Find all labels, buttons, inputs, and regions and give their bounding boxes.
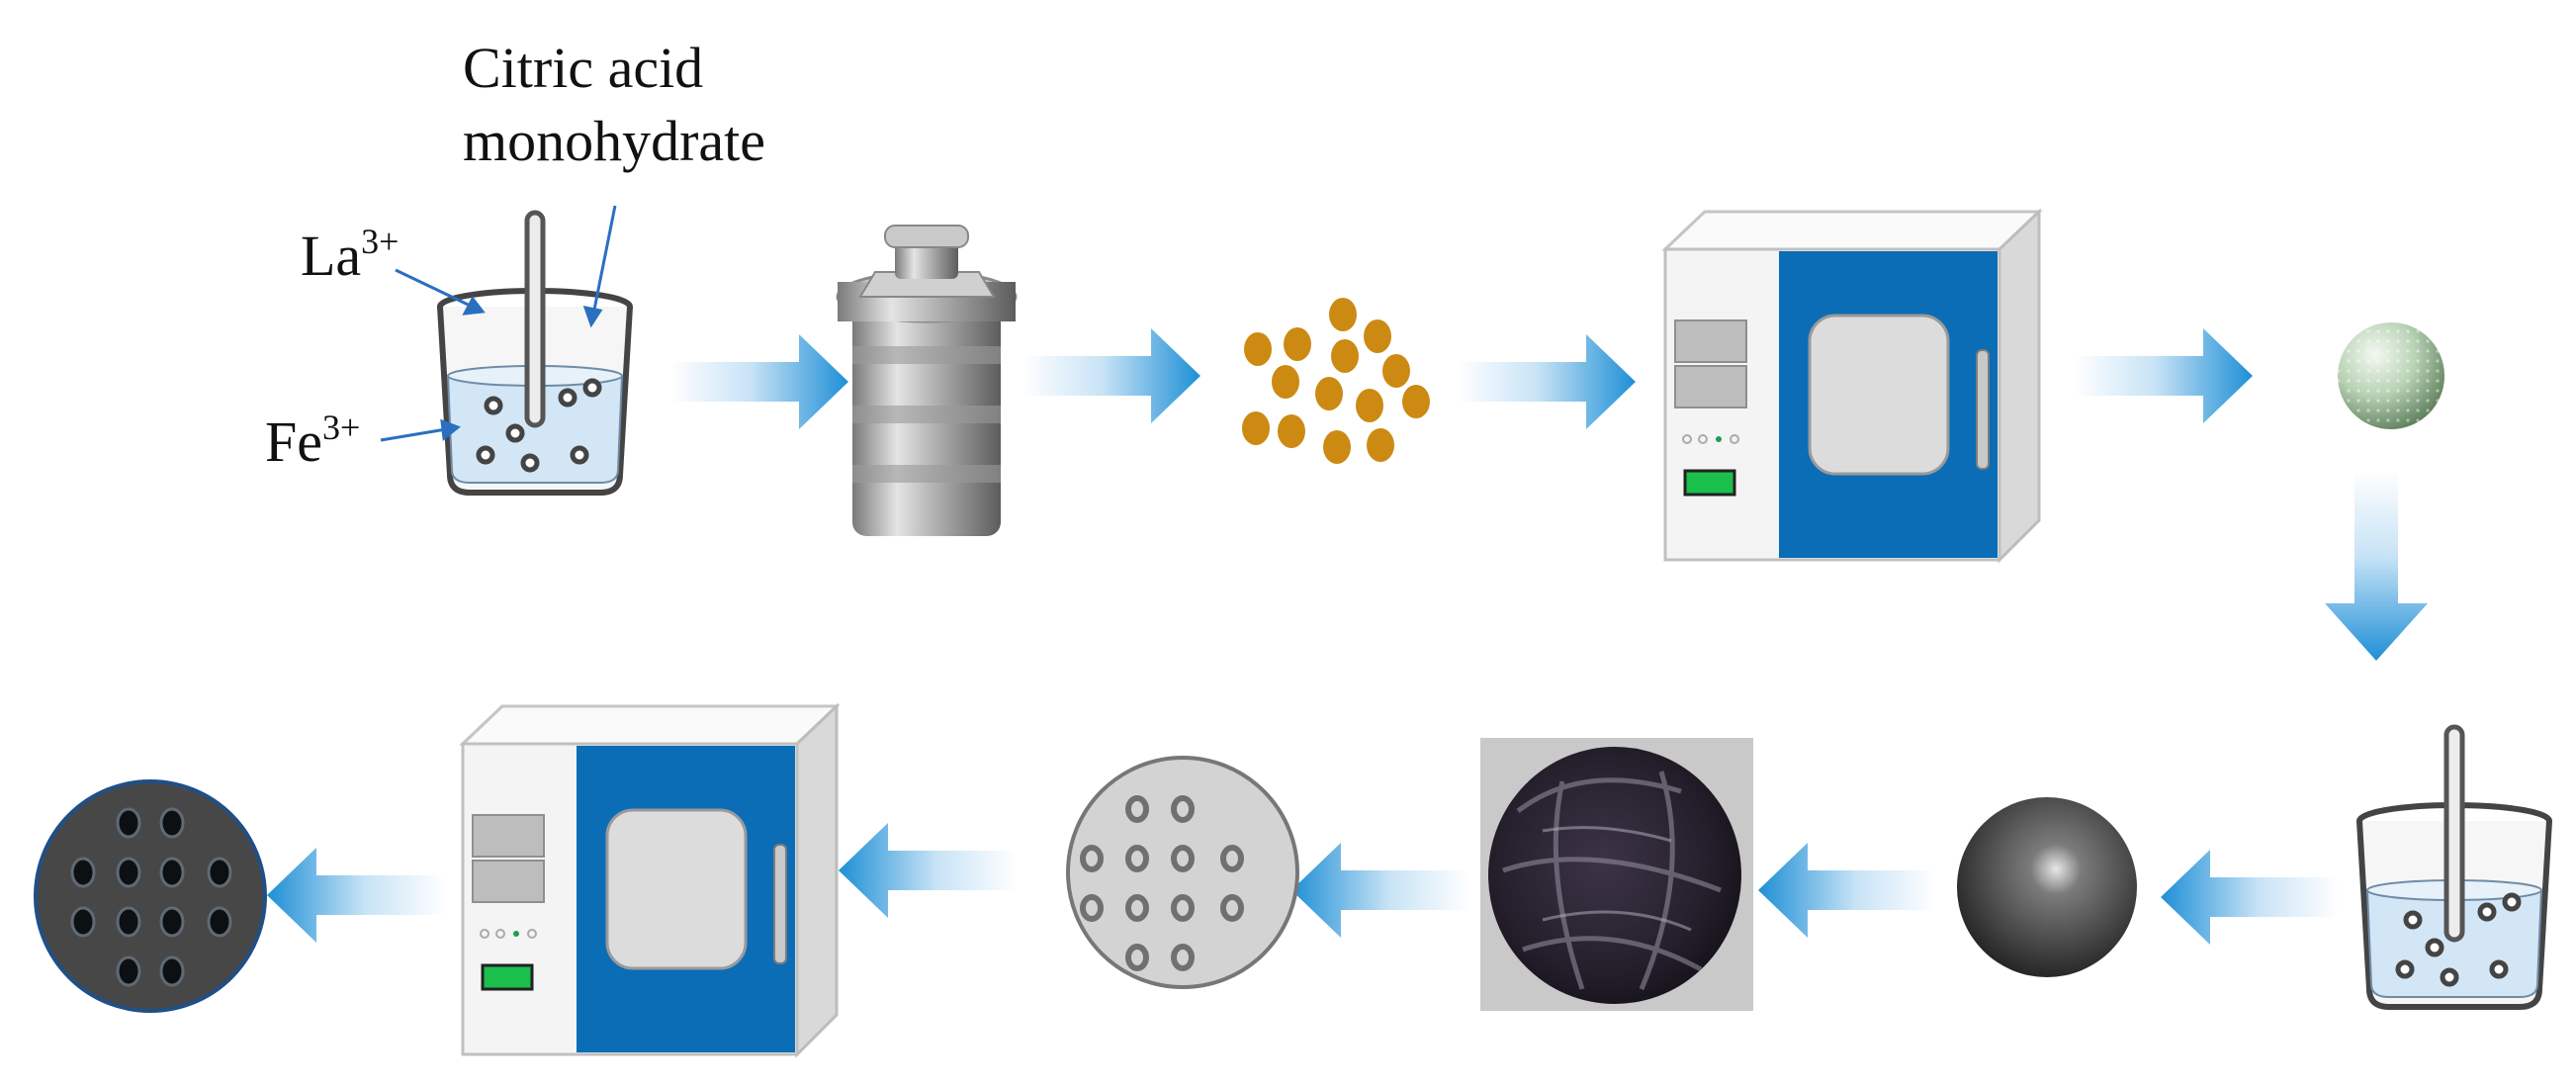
flow-arrow-right [2075,328,2253,423]
drying-oven-icon [1663,210,2041,562]
porous-dark-disc-icon [34,779,267,1013]
porous-disc-icon [1066,756,1299,989]
label-la-ion: La3+ [301,224,399,288]
flow-arrow-right [1458,334,1636,429]
flow-arrow-right [1022,328,1200,423]
label-citric-acid-line2: monohydrate [463,109,766,173]
autoclave-icon [836,225,1018,536]
flow-arrow-down [2325,470,2428,661]
la-symbol: La [301,224,362,288]
green-sphere-icon [2338,322,2444,429]
wrapped-sample-photo [1480,738,1753,1011]
dark-sphere-icon [1957,797,2137,977]
flow-arrow-left [1291,843,1469,938]
beaker-icon [2359,727,2549,1007]
flow-arrow-left [1758,843,1936,938]
fe-symbol: Fe [265,409,322,474]
la-charge: 3+ [361,222,400,261]
flow-arrow-left [2161,850,2339,945]
flow-arrow-right [670,334,848,429]
flow-arrow-left [839,823,1017,918]
label-citric-acid-line1: Citric acid [463,36,704,100]
drying-oven-icon [461,704,839,1056]
beaker-icon [440,213,630,493]
label-fe-ion: Fe3+ [265,409,360,471]
label-arrows [380,205,617,442]
flow-arrow-left [267,848,445,943]
fe-charge: 3+ [322,408,361,447]
gel-beads-icon [1242,298,1430,464]
